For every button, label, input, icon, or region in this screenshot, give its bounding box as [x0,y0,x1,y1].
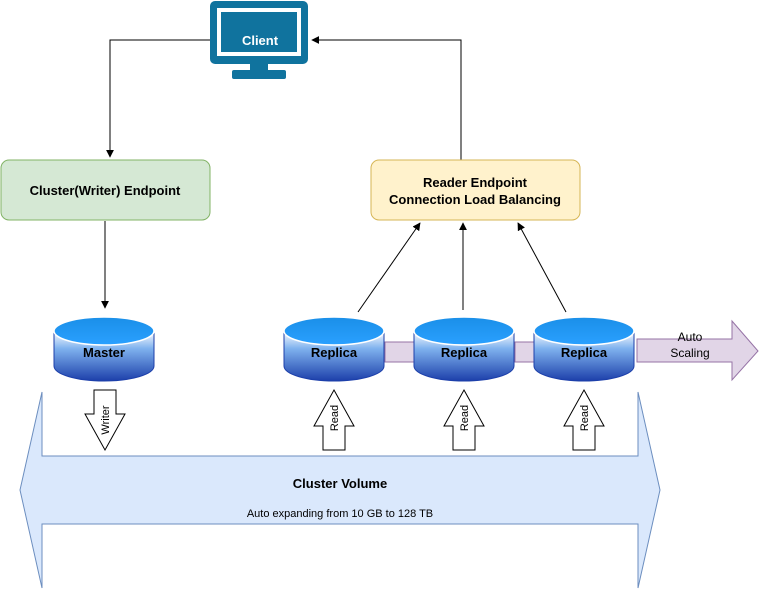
reader-to-client-connector [311,36,462,160]
reader-endpoint-line2: Connection Load Balancing [389,192,561,207]
replica-link-1 [384,341,415,363]
master-label: Master [83,345,125,360]
replica-2-label: Replica [441,345,488,360]
read-arrow-2: Read [443,388,485,451]
reader-endpoint-box[interactable]: Reader Endpoint Connection Load Balancin… [370,159,581,221]
cluster-volume-title: Cluster Volume [293,476,387,491]
writer-arrow: Writer [84,389,126,452]
writer-arrow-label: Writer [100,405,112,434]
cluster-volume-subtitle: Auto expanding from 10 GB to 128 TB [247,508,433,520]
read-arrow-3-label: Read [579,405,591,431]
client-to-writer-connector [106,39,210,158]
auto-scaling-label-line2: Scaling [670,346,709,360]
replica-3-label: Replica [561,345,608,360]
replica-1-to-reader-connector [357,222,421,313]
cluster-volume: Cluster Volume Auto expanding from 10 GB… [19,391,661,589]
auto-scaling-label-line1: Auto [678,330,703,344]
read-arrow-1-label: Read [329,405,341,431]
reader-endpoint-line1: Reader Endpoint [423,175,528,190]
auto-scaling-arrow: Auto Scaling [636,319,759,382]
client-node[interactable]: Client [210,1,308,79]
replica-database-2[interactable]: Replica [413,316,515,382]
connectors [101,36,567,313]
replica-link-2 [514,341,536,363]
read-arrow-2-label: Read [459,405,471,431]
read-arrow-3: Read [563,388,605,451]
replica-database-3[interactable]: Replica [533,316,635,382]
master-database[interactable]: Master [53,316,155,382]
replica-database-1[interactable]: Replica [283,316,385,382]
writer-endpoint-label: Cluster(Writer) Endpoint [30,183,181,198]
replica-1-label: Replica [311,345,358,360]
read-arrow-1: Read [313,388,355,451]
writer-endpoint-box[interactable]: Cluster(Writer) Endpoint [0,159,211,221]
client-label: Client [242,33,279,48]
replica-3-to-reader-connector [517,222,567,313]
